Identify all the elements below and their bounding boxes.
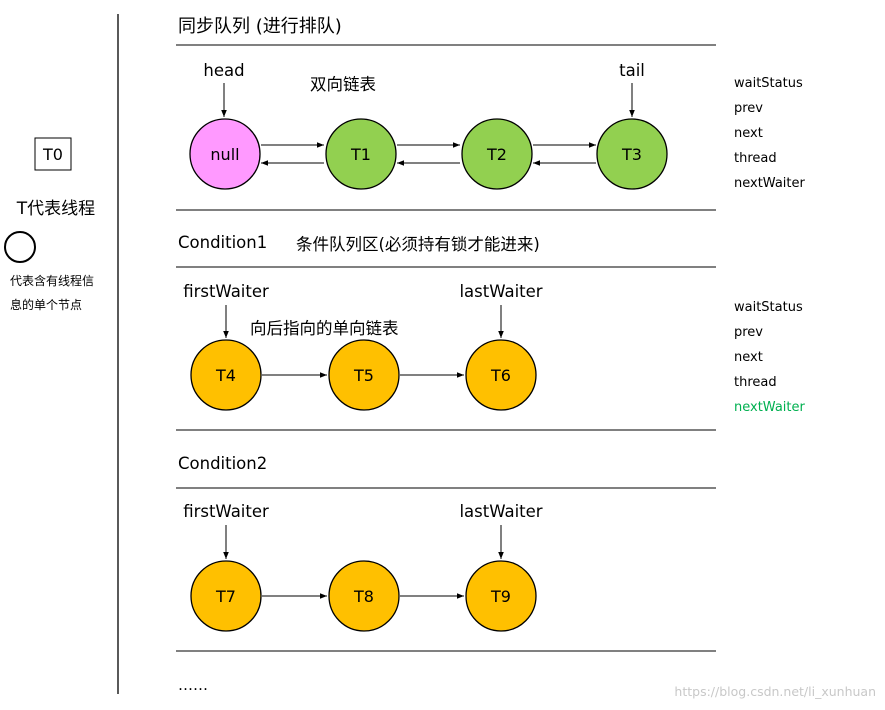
node-label: T4 (215, 366, 236, 385)
condition1-first-waiter-label: firstWaiter (183, 282, 269, 301)
field-label: prev (734, 101, 763, 116)
condition2-section: Condition2 firstWaiter lastWaiter T7 T8 … (178, 454, 543, 632)
condition1-title: Condition1 (178, 233, 267, 252)
field-label: waitStatus (734, 300, 803, 315)
legend-node-circle (4, 231, 36, 263)
legend-node-desc-line2: 息的单个节点 (10, 297, 82, 312)
sync-node-null: null (189, 118, 261, 190)
legend-thread-box (34, 137, 72, 171)
condition2-first-waiter-label: firstWaiter (183, 502, 269, 521)
condition-node-fields: waitStatus prev next thread nextWaiter (734, 300, 805, 415)
condition1-node-t6: T6 (465, 339, 537, 411)
sync-node-t2: T2 (461, 118, 533, 190)
field-label: prev (734, 325, 763, 340)
node-circle (190, 339, 262, 411)
watermark: https://blog.csdn.net/li_xunhuan (674, 684, 876, 699)
node-circle (465, 560, 537, 632)
section-separators (176, 44, 716, 652)
sync-queue-title: 同步队列 (进行排队) (178, 16, 342, 37)
node-label: T5 (353, 366, 374, 385)
condition1-node-t4: T4 (190, 339, 262, 411)
node-circle (596, 118, 668, 190)
node-circle (190, 560, 262, 632)
field-label: waitStatus (734, 76, 803, 91)
node-label: T1 (350, 145, 371, 164)
field-label-highlighted: nextWaiter (734, 400, 805, 415)
condition1-note: 向后指向的单向链表 (250, 319, 399, 338)
condition2-last-waiter-label: lastWaiter (459, 502, 542, 521)
node-label: T9 (490, 587, 511, 606)
node-circle (325, 118, 397, 190)
legend-thread-box-label: T0 (42, 145, 63, 164)
node-label: T8 (353, 587, 374, 606)
condition1-subtitle: 条件队列区(必须持有锁才能进来) (296, 235, 540, 254)
node-circle (328, 339, 400, 411)
field-label: next (734, 350, 763, 365)
condition1-last-waiter-label: lastWaiter (459, 282, 542, 301)
legend-node-desc-line1: 代表含有线程信 (10, 273, 94, 288)
head-label: head (203, 61, 244, 80)
node-label: T6 (490, 366, 511, 385)
node-label: T3 (621, 145, 642, 164)
field-label: thread (734, 151, 777, 166)
condition1-node-t5: T5 (328, 339, 400, 411)
condition2-node-t7: T7 (190, 560, 262, 632)
condition2-node-t8: T8 (328, 560, 400, 632)
sync-node-fields: waitStatus prev next thread nextWaiter (734, 76, 805, 191)
condition2-title: Condition2 (178, 454, 267, 473)
node-circle (461, 118, 533, 190)
field-label: nextWaiter (734, 176, 805, 191)
node-circle (328, 560, 400, 632)
sync-node-t1: T1 (325, 118, 397, 190)
node-label: T2 (486, 145, 507, 164)
tail-label: tail (619, 61, 645, 80)
node-label: null (210, 145, 239, 164)
sync-queue-section: 同步队列 (进行排队) 双向链表 head tail null T1 T2 T3 (178, 16, 805, 191)
sync-queue-note: 双向链表 (310, 75, 376, 94)
condition2-node-t9: T9 (465, 560, 537, 632)
legend-caption: T代表线程 (16, 199, 95, 219)
condition1-section: Condition1 条件队列区(必须持有锁才能进来) firstWaiter … (178, 233, 805, 415)
legend: T0 T代表线程 代表含有线程信 息的单个节点 (4, 137, 95, 312)
field-label: thread (734, 375, 777, 390)
sync-node-t3: T3 (596, 118, 668, 190)
field-label: next (734, 126, 763, 141)
more-conditions-ellipsis: …… (178, 676, 208, 694)
node-label: T7 (215, 587, 236, 606)
node-circle (465, 339, 537, 411)
node-circle (189, 118, 261, 190)
